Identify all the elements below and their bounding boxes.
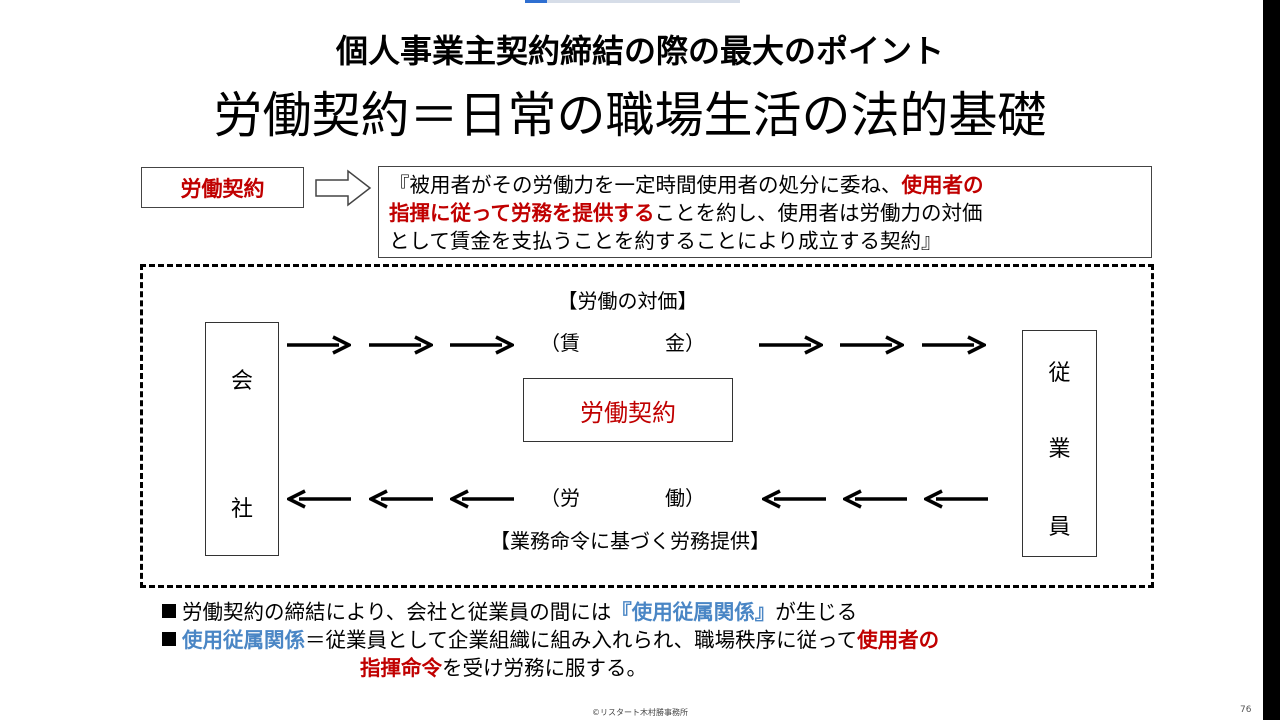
definition-text-3: として賃金を支払うことを約することにより成立する契約』 [389,229,942,253]
wage-caption: 【労働の対価】 [557,289,698,313]
definition-emphasis-1: 使用者の [901,173,984,197]
labor-label-right: 働） [665,486,705,510]
employee-char-1: 従 [1048,361,1071,386]
bullet-square-icon [162,632,176,646]
wage-label-right: 金） [665,331,705,355]
left-arrow-icon [369,489,433,509]
note-line-3: 指揮命令を受け労務に服する。 [360,654,647,682]
definition-line-2: 指揮に従って労務を提供することを約し、使用者は労働力の対価 [389,199,1143,227]
wage-label-left: （賃 [540,331,580,355]
left-arrow-icon [843,489,907,509]
definition-text-1: 『被用者がその労働力を一定時間使用者の処分に委ね、 [389,173,902,197]
page-title: 個人事業主契約締結の際の最大のポイント [335,32,944,70]
center-contract-box: 労働契約 [523,378,733,442]
hollow-right-arrow-icon [315,169,372,207]
note-emphasis-red: 指揮命令 [360,656,442,680]
left-arrow-icon [287,489,351,509]
employee-box: 従 業 員 [1022,330,1097,557]
definition-line-1: 『被用者がその労働力を一定時間使用者の処分に委ね、使用者の [389,171,1143,199]
note-text: を受け労務に服する。 [442,656,647,680]
definition-emphasis-2: 指揮に従って労務を提供する [389,201,655,225]
copyright: ©リスタート木村勝事務所 [592,708,688,717]
note-line-1: 労働契約の締結により、会社と従業員の間には『使用従属関係』が生じる [162,598,857,626]
page-subtitle: 労働契約＝日常の職場生活の法的基礎 [213,87,1047,144]
right-arrow-icon [922,335,986,355]
right-edge-bar [1263,0,1280,720]
right-arrow-icon [369,335,433,355]
left-arrow-icon [450,489,514,509]
note-emphasis-blue: 使用従属関係 [182,628,305,652]
company-char-1: 会 [230,369,253,394]
labor-caption: 【業務命令に基づく労務提供】 [490,529,770,553]
labor-contract-label: 労働契約 [141,167,304,208]
right-arrow-icon [759,335,823,355]
page-number: 76 [1240,705,1252,715]
note-text: ＝従業員として企業組織に組み入れられ、職場秩序に従って [305,628,858,652]
bullet-square-icon [162,604,176,618]
employee-char-2: 業 [1048,437,1071,462]
note-emphasis-blue: 『使用従属関係』 [611,600,776,624]
note-line-2: 使用従属関係＝従業員として企業組織に組み入れられ、職場秩序に従って使用者の [162,626,939,654]
company-char-2: 社 [230,497,253,522]
definition-line-3: として賃金を支払うことを約することにより成立する契約』 [389,227,1143,255]
definition-text-2: ことを約し、使用者は労働力の対価 [654,201,983,225]
right-arrow-icon [840,335,904,355]
right-arrow-icon [450,335,514,355]
right-arrow-icon [287,335,351,355]
labor-label-left: （労 [540,486,580,510]
note-text: 労働契約の締結により、会社と従業員の間には [182,600,612,624]
left-arrow-icon [924,489,988,509]
note-emphasis-red: 使用者の [857,628,940,652]
diagram-frame [140,264,1154,588]
employee-char-3: 員 [1048,515,1071,540]
company-box: 会 社 [205,322,279,556]
left-arrow-icon [762,489,826,509]
note-text: が生じる [775,600,858,624]
definition-box: 『被用者がその労働力を一定時間使用者の処分に委ね、使用者の 指揮に従って労務を提… [378,166,1152,258]
top-accent-bar [525,0,740,3]
